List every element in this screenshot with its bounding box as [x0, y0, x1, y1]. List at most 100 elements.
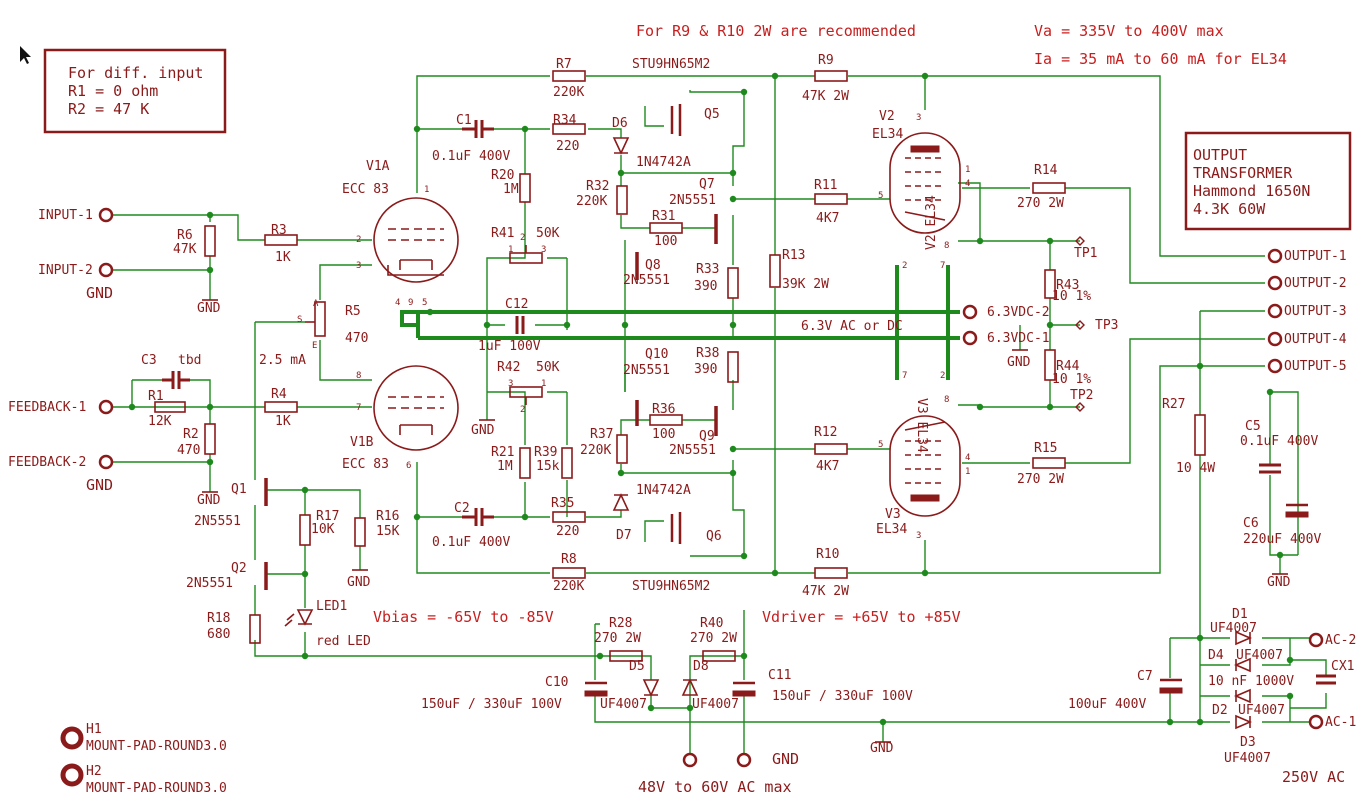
diff-l2: R1 = 0 ohm	[68, 82, 158, 100]
connector-pads	[60, 207, 1324, 787]
q1-name: Q1	[231, 482, 247, 497]
r42-name: R42	[497, 360, 520, 375]
r12-value: 4K7	[816, 459, 839, 474]
pad-fb2[interactable]	[98, 454, 114, 470]
r14-value: 270 2W	[1017, 196, 1064, 211]
pin: 2	[356, 235, 361, 245]
r5-value: 470	[345, 331, 368, 346]
pin: 3	[916, 531, 921, 541]
d2-name: D2	[1212, 703, 1228, 718]
pad-out1[interactable]	[1267, 248, 1283, 264]
pad-h1[interactable]	[962, 330, 978, 346]
pin: 8	[356, 371, 361, 381]
pad-input2[interactable]	[98, 262, 114, 278]
pin: 9	[408, 298, 413, 308]
d4-value: UF4007	[1236, 648, 1283, 663]
r32-name: R32	[586, 179, 609, 194]
d4-name: D4	[1208, 648, 1224, 663]
v1a-value: ECC 83	[342, 182, 389, 197]
v2-rotated-label: V2 EL34	[924, 195, 939, 250]
cx1-value: 10 nF 1000V	[1208, 674, 1294, 689]
c11-name: C11	[768, 668, 791, 683]
r41-value: 50K	[536, 226, 560, 241]
pad-h2[interactable]	[962, 304, 978, 320]
ground-symbols	[202, 299, 1288, 743]
r18-value: 680	[207, 627, 230, 642]
component-symbols	[154, 70, 1336, 730]
pin: 4	[395, 298, 400, 308]
r5-name: R5	[345, 304, 361, 319]
lbl-ac2: AC-2	[1325, 633, 1356, 648]
r2-name: R2	[183, 427, 199, 442]
r13-name: R13	[782, 248, 805, 263]
diff-l1: For diff. input	[68, 64, 203, 82]
pad-out4[interactable]	[1267, 331, 1283, 347]
pin: 8	[944, 395, 949, 405]
r11-name: R11	[814, 178, 837, 193]
c1-value: 0.1uF 400V	[432, 149, 510, 164]
lbl-out1: OUTPUT-1	[1284, 249, 1347, 264]
pin: E	[312, 341, 317, 351]
gnd-label: GND	[1007, 355, 1031, 370]
q5-name: Q5	[704, 107, 720, 122]
r43-value: 10 1%	[1052, 289, 1091, 304]
r28-name: R28	[609, 616, 632, 631]
pin-numbers: 1 2 3 4 9 5 8 7 6 1 3 4 5 8 2 7 1 3 4 5 …	[297, 113, 970, 541]
pad-input1[interactable]	[98, 207, 114, 223]
note-heater: 6.3V AC or DC	[801, 319, 903, 334]
note-ac-in: 48V to 60V AC max	[638, 778, 792, 796]
r8-value: 220K	[553, 579, 584, 594]
lbl-tp2: TP2	[1070, 388, 1093, 403]
lbl-pad1: MOUNT-PAD-ROUND3.0	[86, 739, 227, 754]
lbl-h2-mount: H2	[86, 764, 102, 779]
pin: 8	[944, 241, 949, 251]
pad-ac1[interactable]	[1308, 714, 1324, 730]
q8-value: 2N5551	[623, 273, 670, 288]
wires	[112, 75, 1327, 756]
lbl-out5: OUTPUT-5	[1284, 359, 1347, 374]
gnd-label: GND	[1267, 575, 1291, 590]
r37-value: 220K	[580, 443, 611, 458]
r41-name: R41	[491, 226, 514, 241]
r14-name: R14	[1034, 163, 1058, 178]
lbl-out2: OUTPUT-2	[1284, 276, 1347, 291]
lbl-tp1: TP1	[1074, 246, 1097, 261]
r3-name: R3	[271, 223, 287, 238]
lbl-gnd-bot: GND	[772, 750, 799, 768]
d5-value: UF4007	[600, 697, 647, 712]
r9-value: 47K 2W	[802, 89, 849, 104]
pad-out2[interactable]	[1267, 275, 1283, 291]
r10-value: 47K 2W	[802, 584, 849, 599]
pad-ac-in[interactable]	[682, 752, 698, 768]
q1-value: 2N5551	[194, 514, 241, 529]
pin: 3	[541, 245, 546, 255]
pad-out3[interactable]	[1267, 303, 1283, 319]
xfmr-l1: OUTPUT	[1193, 146, 1247, 164]
r16-value: 15K	[376, 524, 400, 539]
r15-value: 270 2W	[1017, 472, 1064, 487]
c10-value: 150uF / 330uF 100V	[421, 697, 562, 712]
c12-value: 1uF 100V	[478, 339, 541, 354]
pad-ac2[interactable]	[1308, 632, 1324, 648]
pin: 1	[541, 379, 546, 389]
d1-name: D1	[1232, 607, 1248, 622]
r6-name: R6	[177, 228, 193, 243]
note-ia: Ia = 35 mA to 60 mA for EL34	[1034, 50, 1287, 68]
lbl-fb1: FEEDBACK-1	[8, 400, 86, 415]
pad-fb1[interactable]	[98, 399, 114, 415]
lbl-h1-mount: H1	[86, 722, 102, 737]
d3-name: D3	[1240, 735, 1256, 750]
xfmr-l3: Hammond 1650N	[1193, 182, 1310, 200]
d8-name: D8	[693, 659, 709, 674]
c3-value: tbd	[178, 353, 201, 368]
r1-value: 12K	[148, 414, 172, 429]
pad-gnd-bot[interactable]	[736, 752, 752, 768]
r43-name: R43	[1056, 278, 1079, 293]
r38-name: R38	[696, 346, 719, 361]
q10-name: Q10	[645, 347, 668, 362]
pad-out5[interactable]	[1267, 358, 1283, 374]
pin: 2	[520, 233, 525, 243]
pin: 1	[508, 245, 513, 255]
r6-value: 47K	[173, 242, 197, 257]
c5-value: 0.1uF 400V	[1240, 434, 1318, 449]
